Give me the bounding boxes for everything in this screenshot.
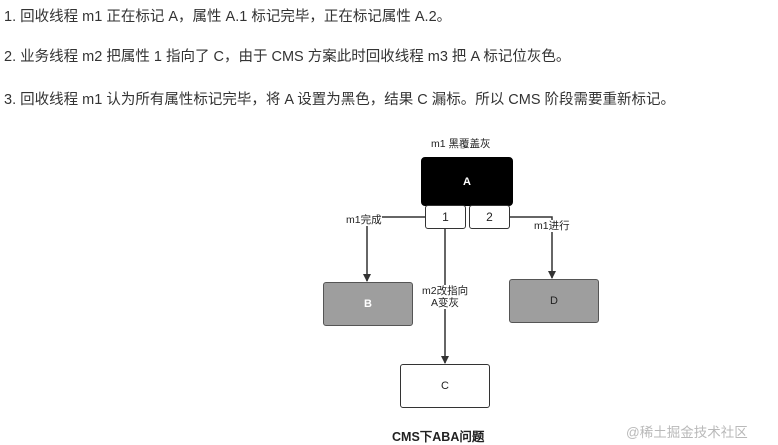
- edge-label-m2-redirect: m2改指向 A变灰: [422, 285, 469, 309]
- diagram-caption: CMS下ABA问题: [392, 430, 485, 444]
- node-b-label: B: [364, 298, 372, 310]
- edge-m1-progress: [510, 216, 556, 279]
- field-1: 1: [425, 205, 466, 229]
- edge-label-m2-line1: m2改指向: [422, 285, 469, 297]
- edge-m1-done: [363, 216, 425, 282]
- node-b: B: [323, 282, 413, 326]
- node-c-label: C: [441, 380, 449, 392]
- node-a: A: [421, 157, 513, 206]
- paragraph-step-2: 2. 业务线程 m2 把属性 1 指向了 C，由于 CMS 方案此时回收线程 m…: [4, 49, 571, 65]
- edge-label-m2-line2: A变灰: [431, 297, 460, 309]
- paragraph-step-1: 1. 回收线程 m1 正在标记 A，属性 A.1 标记完毕，正在标记属性 A.2…: [4, 9, 452, 25]
- field-2-label: 2: [486, 210, 493, 224]
- label-m1-black-over-gray: m1 黑覆盖灰: [431, 138, 491, 150]
- edge-label-m1-done: m1完成: [346, 214, 382, 226]
- edge-label-m1-progress: m1进行: [534, 220, 570, 232]
- field-2: 2: [469, 205, 510, 229]
- node-c: C: [400, 364, 490, 408]
- watermark: @稀土掘金技术社区: [626, 425, 748, 440]
- node-d: D: [509, 279, 599, 323]
- field-1-label: 1: [442, 210, 449, 224]
- node-a-label: A: [463, 175, 471, 188]
- node-d-label: D: [550, 295, 558, 307]
- paragraph-step-3: 3. 回收线程 m1 认为所有属性标记完毕，将 A 设置为黑色，结果 C 漏标。…: [4, 92, 676, 108]
